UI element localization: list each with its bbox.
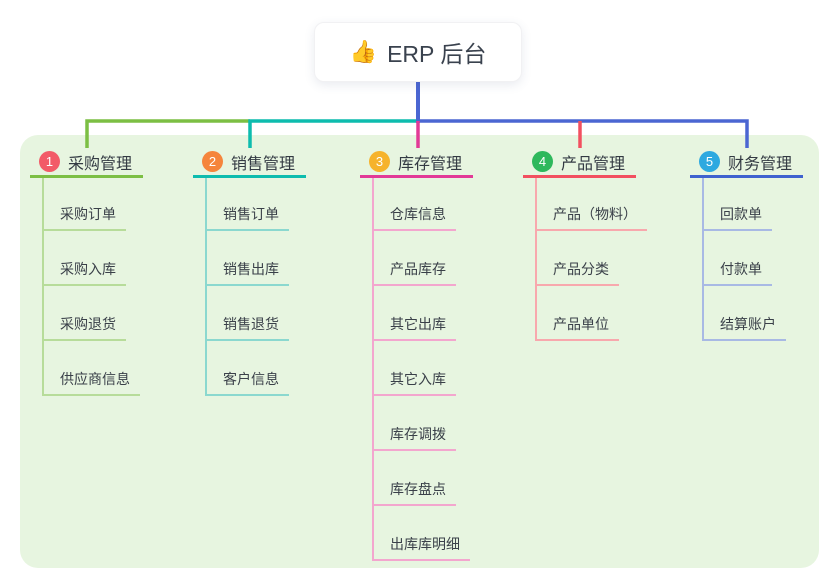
branch-topic-label: 产品管理	[561, 155, 626, 173]
subtopic-node[interactable]: 销售退货	[205, 313, 289, 341]
subtopic-node[interactable]: 供应商信息	[42, 368, 140, 396]
subtopic-node[interactable]: 回款单	[702, 203, 772, 231]
branch-number-badge: 4	[532, 151, 553, 172]
branch-topic-label: 库存管理	[398, 155, 463, 173]
branch-spine-line	[372, 178, 374, 561]
branch-group-panel	[20, 135, 819, 568]
branch-spine-line	[535, 178, 537, 341]
subtopic-node[interactable]: 其它出库	[372, 313, 456, 341]
branch-spine-line	[702, 178, 704, 341]
subtopic-node[interactable]: 其它入库	[372, 368, 456, 396]
branch-topic[interactable]: 3 库存管理	[360, 148, 473, 178]
subtopic-node[interactable]: 付款单	[702, 258, 772, 286]
branch-topic-label: 采购管理	[68, 155, 133, 173]
branch-number-badge: 3	[369, 151, 390, 172]
branch-spine-line	[205, 178, 207, 396]
subtopic-node[interactable]: 结算账户	[702, 313, 786, 341]
branch-topic[interactable]: 4 产品管理	[523, 148, 636, 178]
subtopic-node[interactable]: 销售订单	[205, 203, 289, 231]
subtopic-node[interactable]: 库存调拨	[372, 423, 456, 451]
subtopic-node[interactable]: 产品分类	[535, 258, 619, 286]
subtopic-node[interactable]: 库存盘点	[372, 478, 456, 506]
branch-finance: 5 财务管理 回款单付款单结算账户	[690, 148, 803, 341]
thumbs-up-icon: 👍	[349, 39, 378, 64]
branch-topic-label: 财务管理	[728, 155, 793, 173]
subtopic-node[interactable]: 客户信息	[205, 368, 289, 396]
branch-purchase: 1 采购管理 采购订单采购入库采购退货供应商信息	[30, 148, 143, 396]
subtopic-node[interactable]: 采购订单	[42, 203, 126, 231]
branch-spine-line	[42, 178, 44, 396]
branch-topic-label: 销售管理	[231, 155, 296, 173]
branch-topic[interactable]: 2 销售管理	[193, 148, 306, 178]
root-topic[interactable]: 👍 ERP 后台	[314, 22, 522, 82]
subtopic-node[interactable]: 采购入库	[42, 258, 126, 286]
subtopic-node[interactable]: 仓库信息	[372, 203, 456, 231]
root-topic-label: ERP 后台	[387, 41, 487, 67]
subtopic-node[interactable]: 产品（物料）	[535, 203, 647, 231]
subtopic-node[interactable]: 产品单位	[535, 313, 619, 341]
branch-inventory: 3 库存管理 仓库信息产品库存其它出库其它入库库存调拨库存盘点出库库明细	[360, 148, 473, 561]
branch-topic[interactable]: 1 采购管理	[30, 148, 143, 178]
subtopic-node[interactable]: 销售出库	[205, 258, 289, 286]
branch-number-badge: 2	[202, 151, 223, 172]
branch-number-badge: 5	[699, 151, 720, 172]
subtopic-node[interactable]: 采购退货	[42, 313, 126, 341]
subtopic-node[interactable]: 出库库明细	[372, 533, 470, 561]
branch-sales: 2 销售管理 销售订单销售出库销售退货客户信息	[193, 148, 306, 396]
branch-number-badge: 1	[39, 151, 60, 172]
branch-product: 4 产品管理 产品（物料） 产品分类产品单位	[523, 148, 647, 341]
branch-topic[interactable]: 5 财务管理	[690, 148, 803, 178]
subtopic-node[interactable]: 产品库存	[372, 258, 456, 286]
